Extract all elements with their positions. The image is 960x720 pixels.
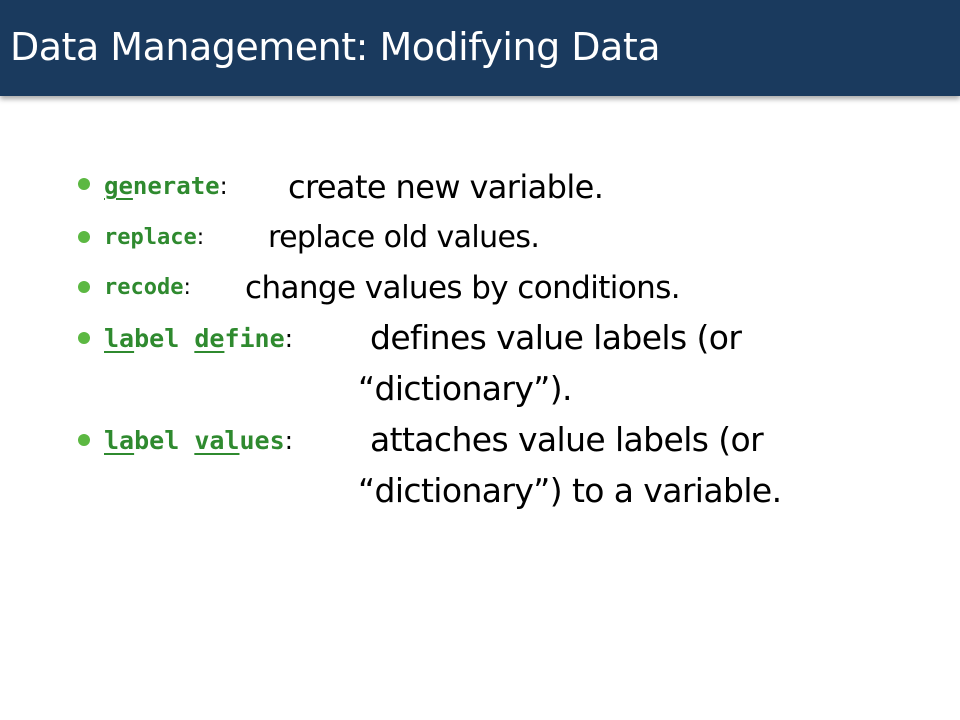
bullet-dot-icon xyxy=(78,434,90,446)
command-rest-part: bel xyxy=(134,426,195,455)
bullet-dot-icon xyxy=(78,231,90,243)
command-rest-part: ues xyxy=(239,426,285,455)
command-rest-part: bel xyxy=(134,324,195,353)
colon: : xyxy=(183,275,191,300)
command-generate: generate: xyxy=(104,168,228,204)
command-underlined-part: de xyxy=(194,324,225,353)
description-recode: change values by conditions. xyxy=(245,270,681,306)
description-replace: replace old values. xyxy=(268,220,540,255)
command-label-values: label values: xyxy=(104,423,293,459)
title-bar: Data Management: Modifying Data xyxy=(0,0,960,96)
command-rest-part: nerate xyxy=(132,172,220,200)
command-underlined-part: val xyxy=(194,426,240,455)
command-underlined-part: ge xyxy=(104,172,133,200)
command-underlined-part: la xyxy=(104,324,135,353)
colon: : xyxy=(196,225,205,250)
command-rest-part: fine xyxy=(224,324,285,353)
slide-title: Data Management: Modifying Data xyxy=(10,25,661,69)
command-underlined-part: la xyxy=(104,426,135,455)
command-recode: recode: xyxy=(104,271,191,305)
command-text: replace xyxy=(104,225,197,250)
colon: : xyxy=(284,426,294,455)
bullet-dot-icon xyxy=(78,281,90,293)
command-text: recode xyxy=(104,275,184,300)
description-label-define-line2: “dictionary”). xyxy=(358,369,573,408)
bullet-dot-icon xyxy=(78,332,90,344)
description-label-define-line1: defines value labels (or xyxy=(370,318,742,357)
bullet-dot-icon xyxy=(78,178,90,190)
command-replace: replace: xyxy=(104,221,204,255)
command-label-define: label define: xyxy=(104,321,293,357)
colon: : xyxy=(284,324,294,353)
description-label-values-line2: “dictionary”) to a variable. xyxy=(358,471,782,510)
colon: : xyxy=(219,172,228,200)
description-generate: create new variable. xyxy=(288,168,604,206)
description-label-values-line1: attaches value labels (or xyxy=(370,420,764,459)
